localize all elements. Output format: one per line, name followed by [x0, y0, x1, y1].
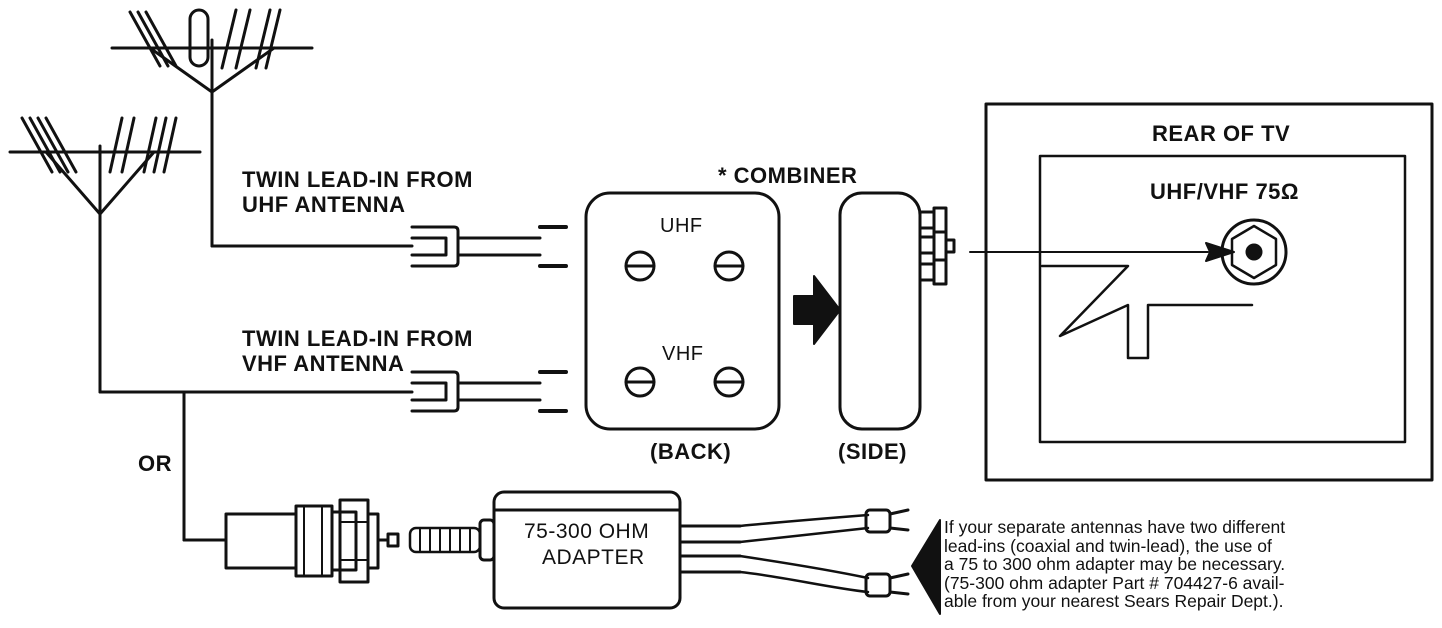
adapter-note-line: able from your nearest Sears Repair Dept…	[944, 591, 1284, 611]
combiner-back-view	[584, 191, 781, 431]
combiner-title: * COMBINER	[718, 163, 858, 188]
combiner-uhf-label: UHF	[660, 215, 703, 237]
note-pointer-icon	[911, 519, 941, 615]
vhf-lead-label-line1: TWIN LEAD-IN FROM	[242, 326, 473, 351]
adapter-label-line1: 75-300 OHM	[524, 520, 650, 543]
adapter-note-line: a 75 to 300 ohm adapter may be necessary…	[944, 554, 1286, 574]
right-arrow-icon	[793, 275, 841, 345]
combiner-vhf-label: VHF	[662, 343, 704, 365]
adapter-icon	[408, 490, 910, 610]
tv-rear-title: REAR OF TV	[1152, 121, 1291, 146]
combiner-side-caption: (SIDE)	[838, 439, 907, 464]
coax-connector-icon	[224, 498, 400, 584]
connection-arrow-icon	[969, 242, 1235, 262]
or-label: OR	[138, 451, 172, 476]
vhf-lead-label-line2: VHF ANTENNA	[242, 351, 405, 376]
adapter-label-line2: ADAPTER	[542, 546, 645, 569]
vhf-antenna-icon	[8, 116, 414, 542]
vhf-spade-connector-icon	[410, 370, 568, 413]
uhf-lead-label-line1: TWIN LEAD-IN FROM	[242, 167, 473, 192]
combiner-side-view	[838, 191, 956, 431]
screw-terminal-icon	[624, 366, 656, 398]
tv-rear-panel	[984, 102, 1434, 482]
coax-input-jack-icon	[1220, 218, 1288, 286]
adapter-note-line: If your separate antennas have two diffe…	[944, 517, 1286, 537]
adapter-note-line: (75-300 ohm adapter Part # 704427-6 avai…	[944, 572, 1285, 593]
uhf-lead-label-line2: UHF ANTENNA	[242, 192, 406, 217]
screw-terminal-icon	[624, 250, 656, 282]
uhf-antenna-icon	[110, 8, 414, 248]
adapter-note: If your separate antennas have two diffe…	[944, 518, 1434, 611]
tv-input-label: UHF/VHF 75Ω	[1150, 179, 1300, 204]
screw-terminal-icon	[713, 250, 745, 282]
uhf-spade-connector-icon	[410, 225, 568, 268]
screw-terminal-icon	[713, 366, 745, 398]
combiner-back-caption: (BACK)	[650, 439, 732, 464]
adapter-note-line: lead-ins (coaxial and twin-lead), the us…	[944, 535, 1272, 556]
